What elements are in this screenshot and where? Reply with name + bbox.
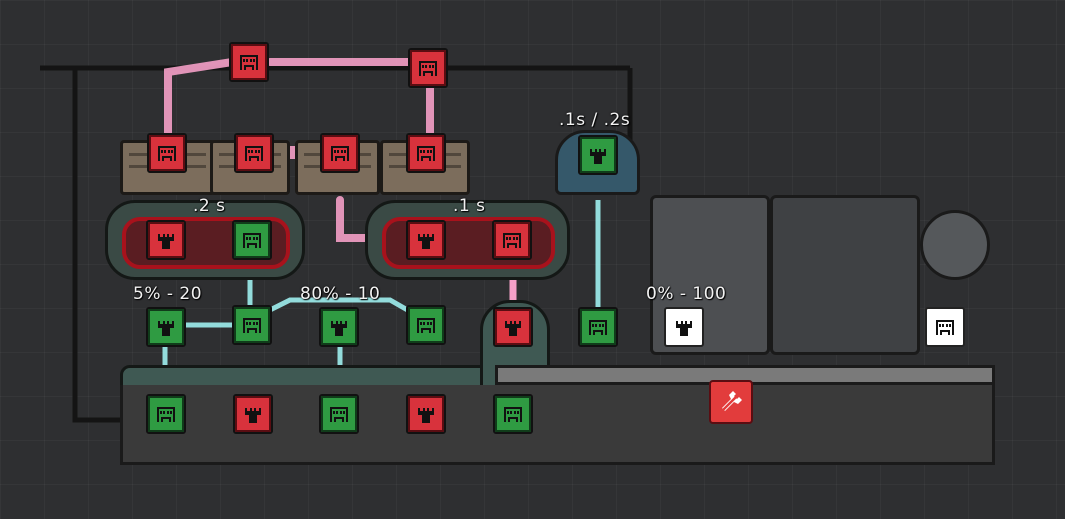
signal-tower-icon: [590, 149, 606, 164]
ethernet-port-icon: [417, 318, 435, 333]
logic-port-row2-c[interactable]: [320, 133, 360, 173]
ethernet-port-icon: [330, 407, 348, 422]
logic-port-bot-1[interactable]: [146, 394, 186, 434]
logic-port-sensor2[interactable]: [319, 307, 359, 347]
signal-tower-icon: [331, 321, 347, 336]
ethernet-port-icon: [503, 233, 521, 248]
ethernet-port-icon: [157, 407, 175, 422]
logic-port-mid-green[interactable]: [578, 307, 618, 347]
ethernet-port-icon: [419, 61, 437, 76]
logic-port-sensor1[interactable]: [146, 307, 186, 347]
ethernet-port-icon: [936, 320, 954, 335]
ethernet-port-icon: [504, 407, 522, 422]
ethernet-port-icon: [417, 146, 435, 161]
signal-tower-icon: [158, 321, 174, 336]
broken-building-alert[interactable]: [709, 380, 753, 424]
logic-port-top-right[interactable]: [408, 48, 448, 88]
threshold-label-3: 0% - 100: [646, 284, 727, 304]
logic-port-pump-in[interactable]: [493, 307, 533, 347]
logic-port-sensor3[interactable]: [664, 307, 704, 347]
generator: [770, 195, 920, 355]
logic-port-row2-b[interactable]: [234, 133, 274, 173]
logic-port-row2-d[interactable]: [406, 133, 446, 173]
logic-port-buffer-out[interactable]: [578, 135, 618, 175]
logic-port-sensor1-out[interactable]: [232, 305, 272, 345]
ethernet-port-icon: [240, 55, 258, 70]
broken-wrench-icon: [719, 390, 743, 414]
buffer-label: .1s / .2s: [559, 110, 631, 130]
ethernet-port-icon: [589, 320, 607, 335]
ethernet-port-icon: [243, 318, 261, 333]
logic-port-gate1-out[interactable]: [232, 220, 272, 260]
logic-port-far-right[interactable]: [925, 307, 965, 347]
logic-port-bot-4[interactable]: [406, 394, 446, 434]
logic-port-sensor2-out[interactable]: [406, 305, 446, 345]
logic-port-gate2-out[interactable]: [492, 220, 532, 260]
logic-port-bot-3[interactable]: [319, 394, 359, 434]
timer-label-left: .2 s: [193, 196, 226, 216]
ethernet-port-icon: [245, 146, 263, 161]
signal-tower-icon: [418, 408, 434, 423]
signal-tower-icon: [158, 234, 174, 249]
generator-motor: [920, 210, 990, 280]
threshold-label-1: 5% - 20: [133, 284, 203, 304]
signal-tower-icon: [676, 321, 692, 336]
logic-port-gate2-in[interactable]: [406, 220, 446, 260]
timer-label-mid: .1 s: [453, 196, 486, 216]
ethernet-port-icon: [331, 146, 349, 161]
signal-tower-icon: [505, 321, 521, 336]
ethernet-port-icon: [243, 233, 261, 248]
logic-port-row2-a[interactable]: [147, 133, 187, 173]
threshold-label-2: 80% - 10: [300, 284, 381, 304]
logic-port-top-left[interactable]: [229, 42, 269, 82]
signal-tower-icon: [245, 408, 261, 423]
logic-port-bot-5[interactable]: [493, 394, 533, 434]
signal-tower-icon: [418, 234, 434, 249]
logic-port-gate1-in[interactable]: [146, 220, 186, 260]
logic-port-bot-2[interactable]: [233, 394, 273, 434]
ethernet-port-icon: [158, 146, 176, 161]
